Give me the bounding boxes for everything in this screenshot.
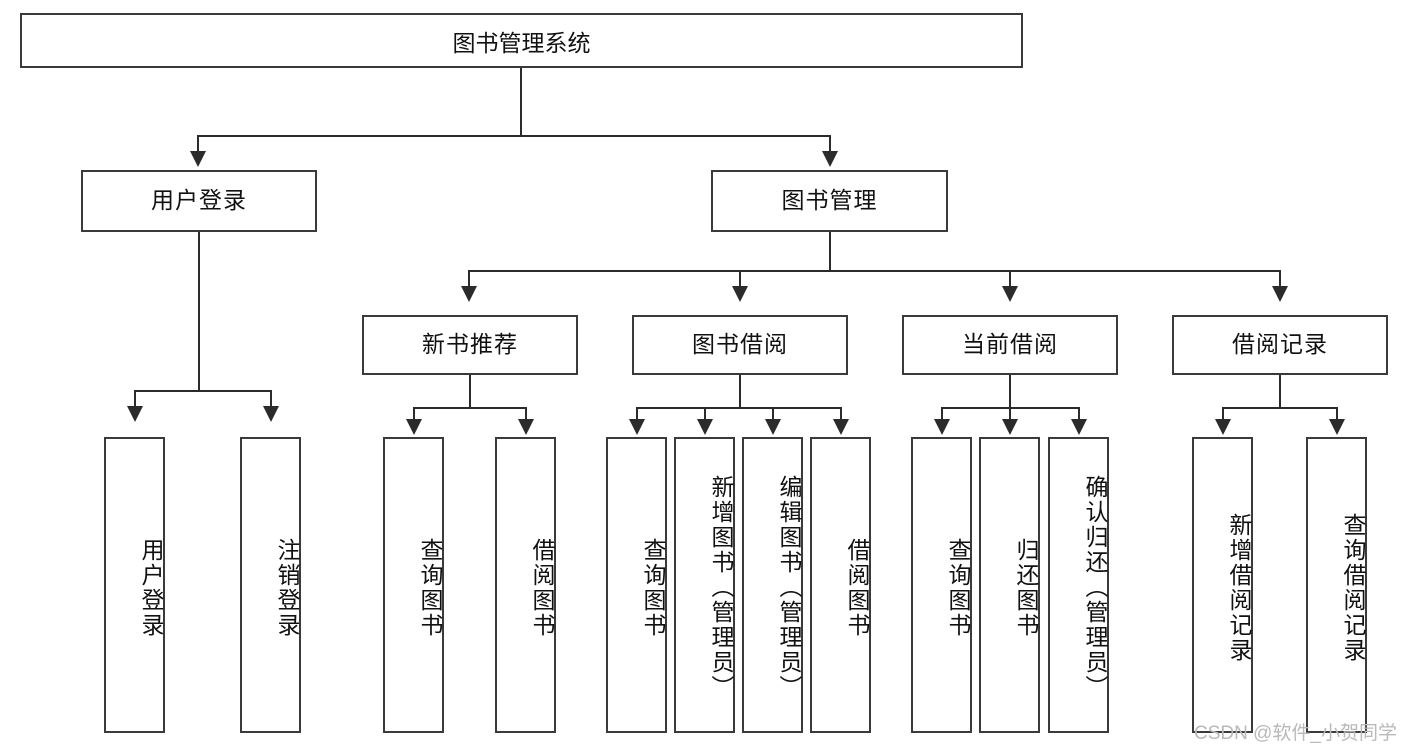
connector-cb-drop-2 <box>1009 407 1011 421</box>
connector-user-login-bus <box>134 390 271 392</box>
node-root-book-management-system[interactable]: 图书管理系统 <box>20 13 1023 68</box>
arrow-to-current-borrow <box>1002 286 1018 302</box>
connector-br-bus <box>1222 407 1338 409</box>
leaf-bb-edit-book[interactable]: 编辑图书（管理员） <box>742 437 803 733</box>
arrow-to-leaf-nbr-query-book <box>406 419 422 435</box>
arrow-to-leaf-cb-query-book <box>934 419 950 435</box>
node-label: 注销登录 <box>274 538 300 638</box>
connector-book-management-bus <box>468 270 1281 272</box>
arrow-to-leaf-cb-return-book <box>1002 419 1018 435</box>
node-label: 用户登录 <box>151 187 247 214</box>
arrow-to-book-management <box>822 151 838 167</box>
connector-br-stem <box>1279 375 1281 409</box>
arrow-to-book-borrow <box>732 286 748 302</box>
leaf-bb-add-book[interactable]: 新增图书（管理员） <box>674 437 735 733</box>
connector-cb-drop-1 <box>941 407 943 421</box>
node-label: 借阅图书 <box>529 538 555 638</box>
leaf-cb-confirm-return[interactable]: 确认归还（管理员） <box>1048 437 1109 733</box>
connector-nbr-bus <box>413 407 527 409</box>
connector-bm-drop-2 <box>739 270 741 288</box>
node-current-borrow[interactable]: 当前借阅 <box>902 315 1118 375</box>
arrow-to-new-book-recommend <box>461 286 477 302</box>
connector-bb-drop-3 <box>772 407 774 421</box>
node-label: 新书推荐 <box>422 331 518 358</box>
connector-bb-stem <box>739 375 741 409</box>
node-label: 查询图书 <box>417 538 443 638</box>
connector-br-drop-2 <box>1336 407 1338 421</box>
node-label: 借阅图书 <box>844 538 870 638</box>
connector-nbr-stem <box>469 375 471 409</box>
connector-cb-stem <box>1009 375 1011 409</box>
connector-root-stem <box>520 68 522 136</box>
connector-root-drop-1 <box>197 135 199 153</box>
connector-br-drop-1 <box>1222 407 1224 421</box>
arrow-to-leaf-user-login <box>127 406 143 422</box>
node-book-borrow[interactable]: 图书借阅 <box>632 315 848 375</box>
node-borrow-record[interactable]: 借阅记录 <box>1172 315 1388 375</box>
leaf-bb-query-book[interactable]: 查询图书 <box>606 437 667 733</box>
leaf-nbr-query-book[interactable]: 查询图书 <box>383 437 444 733</box>
arrow-to-leaf-br-add-record <box>1215 419 1231 435</box>
node-user-login[interactable]: 用户登录 <box>81 170 317 232</box>
connector-bb-drop-2 <box>704 407 706 421</box>
node-label: 新增借阅记录 <box>1226 513 1252 663</box>
connector-nbr-drop-1 <box>413 407 415 421</box>
leaf-br-query-record[interactable]: 查询借阅记录 <box>1306 437 1367 733</box>
arrow-to-leaf-bb-edit-book <box>765 419 781 435</box>
connector-cb-drop-3 <box>1078 407 1080 421</box>
node-book-management[interactable]: 图书管理 <box>711 170 948 232</box>
connector-user-login-stem <box>198 232 200 392</box>
arrow-to-borrow-record <box>1272 286 1288 302</box>
connector-user-login-drop-2 <box>270 390 272 408</box>
node-label: 借阅记录 <box>1232 331 1328 358</box>
connector-bb-bus <box>636 407 841 409</box>
node-label: 查询图书 <box>640 538 666 638</box>
leaf-nbr-borrow-book[interactable]: 借阅图书 <box>495 437 556 733</box>
connector-bb-drop-1 <box>636 407 638 421</box>
node-label: 确认归还（管理员） <box>1082 474 1108 700</box>
arrow-to-user-login <box>190 151 206 167</box>
node-label: 图书借阅 <box>692 331 788 358</box>
node-new-book-recommend[interactable]: 新书推荐 <box>362 315 578 375</box>
arrow-to-leaf-nbr-borrow-book <box>518 419 534 435</box>
connector-bm-drop-3 <box>1009 270 1011 288</box>
leaf-cb-query-book[interactable]: 查询图书 <box>911 437 972 733</box>
watermark-text: CSDN @软件_小贺同学 <box>1194 723 1397 744</box>
leaf-br-add-record[interactable]: 新增借阅记录 <box>1192 437 1253 733</box>
node-label: 图书管理 <box>781 187 878 214</box>
connector-bb-drop-4 <box>840 407 842 421</box>
leaf-logout[interactable]: 注销登录 <box>240 437 301 733</box>
node-label: 新增图书（管理员） <box>708 474 734 700</box>
arrow-to-leaf-br-query-record <box>1329 419 1345 435</box>
leaf-user-login[interactable]: 用户登录 <box>104 437 165 733</box>
connector-root-bus <box>197 135 831 137</box>
connector-bm-drop-1 <box>468 270 470 288</box>
leaf-cb-return-book[interactable]: 归还图书 <box>979 437 1040 733</box>
node-label: 编辑图书（管理员） <box>776 474 802 700</box>
node-label: 用户登录 <box>138 538 164 638</box>
arrow-to-leaf-cb-confirm-return <box>1071 419 1087 435</box>
node-label: 查询借阅记录 <box>1340 513 1366 663</box>
node-label: 归还图书 <box>1013 538 1039 638</box>
connector-root-drop-2 <box>829 135 831 153</box>
node-label: 图书管理系统 <box>452 29 591 56</box>
connector-book-management-stem <box>829 232 831 272</box>
node-label: 查询图书 <box>945 538 971 638</box>
arrow-to-leaf-logout <box>263 406 279 422</box>
arrow-to-leaf-bb-add-book <box>697 419 713 435</box>
leaf-bb-borrow-book[interactable]: 借阅图书 <box>810 437 871 733</box>
arrow-to-leaf-bb-borrow-book <box>833 419 849 435</box>
connector-bm-drop-4 <box>1279 270 1281 288</box>
node-label: 当前借阅 <box>962 331 1058 358</box>
connector-user-login-drop-1 <box>134 390 136 408</box>
connector-nbr-drop-2 <box>525 407 527 421</box>
arrow-to-leaf-bb-query-book <box>629 419 645 435</box>
